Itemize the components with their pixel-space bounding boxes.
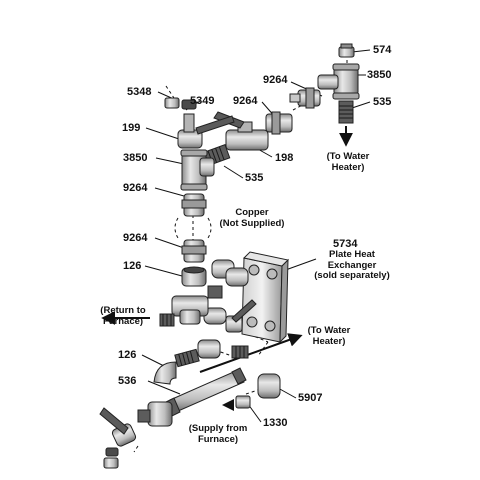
union-9264-top-mid	[265, 111, 293, 135]
part-label-535-mid: 535	[245, 172, 264, 184]
union-9264-left-upper	[181, 193, 207, 217]
note-plate-heat-exchanger: Plate Heat Exchanger (sold separately)	[314, 249, 390, 281]
union-lower	[197, 339, 221, 359]
supply-arrow	[222, 399, 234, 411]
adapter-1330	[235, 395, 251, 409]
flow-arrows	[101, 126, 353, 373]
exchanger-fittings	[203, 259, 257, 333]
valve-198	[213, 111, 269, 151]
tee-3850-left	[180, 149, 215, 191]
part-label-9264-top-mid: 9264	[233, 95, 258, 107]
supply-tee	[137, 401, 173, 427]
part-label-9264-top-right: 9264	[263, 74, 288, 86]
note-supply-from-furnace: (Supply from Furnace)	[188, 423, 248, 445]
nipple-lower-left	[174, 348, 200, 368]
plate-heat-exchanger-5734	[241, 251, 290, 344]
part-label-126-upper: 126	[123, 260, 142, 272]
union-5907	[257, 373, 281, 399]
washer-5349	[181, 99, 197, 110]
part-label-535-top: 535	[373, 96, 392, 108]
to-water-heater-bottom-arrow	[199, 333, 303, 373]
part-label-126-lower: 126	[118, 349, 137, 361]
part-label-3850-left: 3850	[123, 152, 148, 164]
part-label-5349: 5349	[190, 95, 215, 107]
cap-5348	[164, 97, 180, 109]
part-label-574: 574	[373, 44, 392, 56]
note-to-water-heater-bottom: (To Water Heater)	[307, 325, 351, 347]
part-label-3850-top: 3850	[367, 69, 392, 81]
return-tee	[159, 295, 209, 327]
note-copper-not-supplied: Copper (Not Supplied)	[219, 207, 285, 229]
note-to-water-heater-top: (To Water Heater)	[326, 151, 370, 173]
part-label-9264-left-lower: 9264	[123, 232, 148, 244]
part-label-1330: 1330	[263, 417, 288, 429]
nipple-535-top	[338, 100, 354, 124]
leader-lines	[141, 49, 371, 423]
union-9264-left-lower	[181, 239, 207, 263]
bottom-cap-washer	[103, 447, 119, 469]
part-label-5734: 5734	[333, 238, 358, 250]
part-label-198: 198	[275, 152, 294, 164]
union-9264-top-right	[289, 87, 321, 109]
nipple-lower-right	[231, 345, 249, 359]
drain-valve-bottom	[99, 407, 137, 447]
cap-574	[338, 43, 355, 58]
part-label-5348: 5348	[127, 86, 152, 98]
drain-valve-199	[177, 113, 235, 149]
part-label-9264-left-upper: 9264	[123, 182, 148, 194]
tee-3850-top	[317, 63, 360, 100]
note-return-to-furnace: (Return to Furnace)	[100, 305, 146, 327]
pipe-536	[165, 367, 247, 417]
part-label-5907: 5907	[298, 392, 323, 404]
bushing-126-upper	[181, 266, 207, 287]
elbow-126-lower	[153, 361, 177, 385]
part-label-199: 199	[122, 122, 141, 134]
part-label-536: 536	[118, 375, 137, 387]
